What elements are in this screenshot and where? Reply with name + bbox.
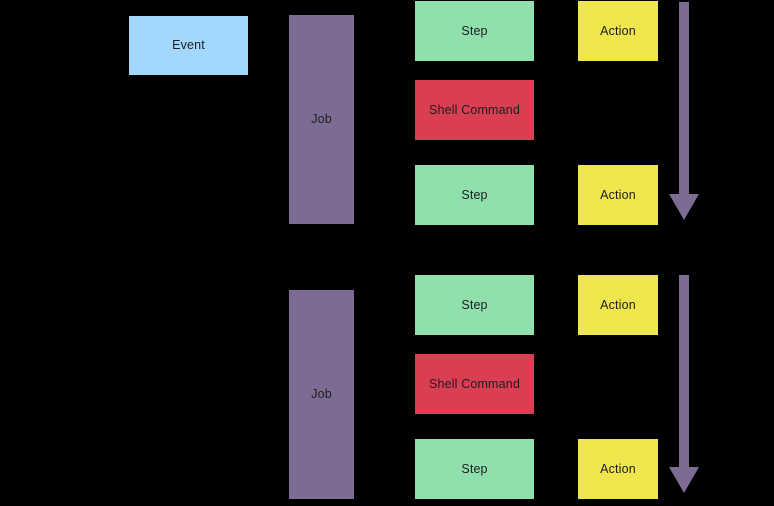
step-box-step-2-1: Step: [415, 275, 534, 335]
node-label: Step: [461, 297, 488, 312]
node-label: Step: [461, 23, 488, 38]
shell-command-box-shell-2: Shell Command: [415, 354, 534, 414]
node-label: Event: [172, 38, 205, 53]
node-label: Step: [461, 187, 488, 202]
node-label: Shell Command: [429, 102, 520, 117]
action-box-action-2-1: Action: [578, 275, 658, 335]
step-box-step-2-2: Step: [415, 439, 534, 499]
node-label: Job: [311, 112, 332, 127]
step-box-step-1-1: Step: [415, 1, 534, 61]
action-box-action-1-2: Action: [578, 165, 658, 225]
node-label: Job: [311, 387, 332, 402]
down-arrow-icon: [668, 2, 700, 220]
event-box-event: Event: [129, 16, 248, 75]
node-label: Action: [600, 461, 636, 476]
node-label: Action: [600, 23, 636, 38]
shell-command-box-shell-1: Shell Command: [415, 80, 534, 140]
job-box-job-1: Job: [289, 15, 354, 224]
action-box-action-1-1: Action: [578, 1, 658, 61]
action-box-action-2-2: Action: [578, 439, 658, 499]
step-box-step-1-2: Step: [415, 165, 534, 225]
node-label: Action: [600, 187, 636, 202]
node-label: Step: [461, 461, 488, 476]
job-box-job-2: Job: [289, 290, 354, 499]
node-label: Action: [600, 297, 636, 312]
down-arrow-icon: [668, 275, 700, 493]
node-label: Shell Command: [429, 376, 520, 391]
